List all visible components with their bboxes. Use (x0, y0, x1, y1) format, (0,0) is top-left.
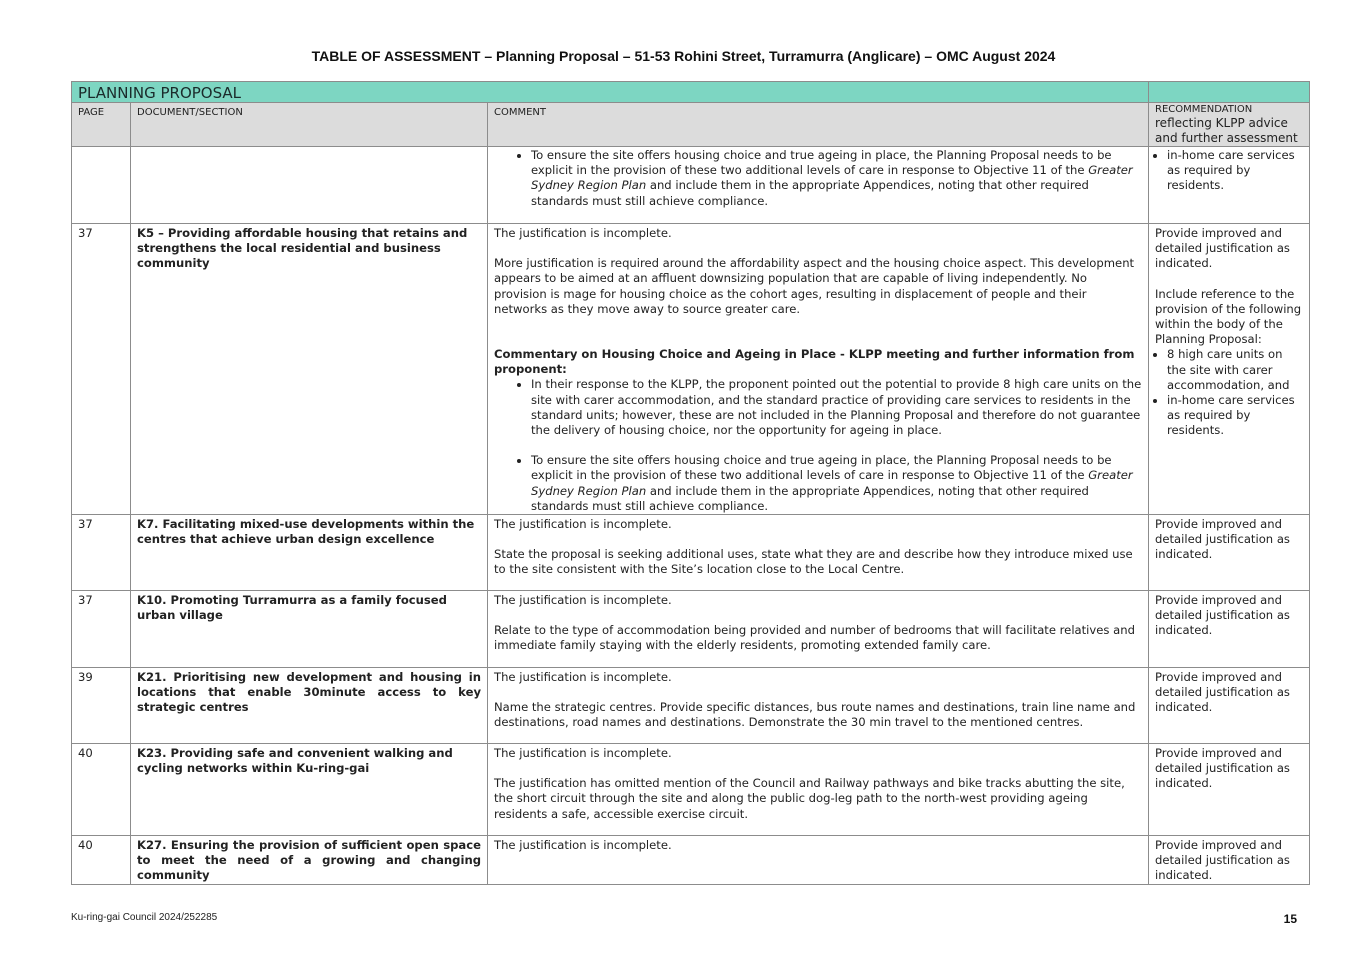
recommendation-cell: Provide improved and detailed justificat… (1148, 514, 1311, 592)
footer-reference: Ku-ring-gai Council 2024/252285 (71, 912, 218, 923)
section-cell: K5 – Providing affordable housing that r… (130, 222, 488, 516)
list-item: 8 high care units on the site with carer… (1167, 347, 1303, 393)
table-row: To ensure the site offers housing choice… (71, 146, 1311, 224)
recommendation-cell: Provide improved and detailed justificat… (1148, 835, 1311, 885)
comment-cell: The justification is incomplete. Relate … (486, 590, 1150, 669)
page-cell: 40 (71, 835, 131, 885)
comment-text: More justification is required around th… (494, 256, 1135, 316)
assessment-table: PLANNING PROPOSAL PAGE DOCUMENT/SECTION … (70, 81, 1311, 885)
section-cell: K23. Providing safe and convenient walki… (130, 743, 488, 837)
section-banner: PLANNING PROPOSAL (70, 81, 1150, 103)
comment-text: The justification has omitted mention of… (494, 776, 1125, 821)
page-number: 15 (1283, 912, 1297, 926)
section-cell: K21. Prioritising new development and ho… (130, 667, 488, 745)
section-banner-row: PLANNING PROPOSAL (70, 81, 1311, 103)
page-cell: 39 (71, 667, 131, 745)
header-row: PAGE DOCUMENT/SECTION COMMENT RECOMMENDA… (71, 102, 1311, 147)
comment-text: The justification is incomplete. (494, 670, 672, 685)
recommendation-cell: Provide improved and detailed justificat… (1148, 743, 1311, 837)
comment-text: State the proposal is seeking additional… (494, 547, 1133, 577)
commentary-heading: Commentary on Housing Choice and Ageing … (494, 347, 1135, 377)
recommendation-cell: Provide improved and detailed justificat… (1148, 590, 1311, 669)
comment-text: Relate to the type of accommodation bein… (494, 623, 1135, 653)
page-cell: 37 (71, 222, 131, 516)
comment-text: The justification is incomplete. (494, 593, 672, 608)
list-item: To ensure the site offers housing choice… (531, 148, 1142, 209)
header-recommendation-subtitle: reflecting KLPP advice and further asses… (1155, 116, 1298, 145)
table-row: 39 K21. Prioritising new development and… (71, 667, 1311, 745)
page-cell (71, 146, 131, 224)
table-row: 37 K7. Facilitating mixed-use developmen… (71, 514, 1311, 592)
table-row: 40 K23. Providing safe and convenient wa… (71, 743, 1311, 837)
comment-bullets: To ensure the site offers housing choice… (494, 148, 1142, 209)
section-banner-empty (1148, 81, 1311, 103)
table-row: 37 K10. Promoting Turramurra as a family… (71, 590, 1311, 669)
comment-text: The justification is incomplete. (494, 746, 672, 761)
comment-text: The justification is incomplete. (494, 517, 672, 532)
comment-cell: To ensure the site offers housing choice… (486, 146, 1150, 224)
document-title: TABLE OF ASSESSMENT – Planning Proposal … (311, 48, 1056, 64)
recommendation-text: Include reference to the provision of th… (1155, 286, 1302, 347)
list-item: in-home care services as required by res… (1167, 393, 1303, 439)
section-cell (130, 146, 488, 224)
plan-title: Greater Sydney Region Plan (531, 468, 1133, 498)
page-cell: 40 (71, 743, 131, 837)
header-recommendation-label: RECOMMENDATION (1155, 104, 1253, 115)
list-item: To ensure the site offers housing choice… (531, 453, 1142, 514)
comment-bullets: In their response to the KLPP, the propo… (494, 377, 1142, 514)
section-cell: K27. Ensuring the provision of sufficien… (130, 835, 488, 885)
header-comment: COMMENT (486, 102, 1150, 147)
recommendation-text: Provide improved and detailed justificat… (1155, 226, 1290, 271)
list-item: In their response to the KLPP, the propo… (531, 377, 1142, 438)
list-item: in-home care services as required by res… (1167, 148, 1303, 194)
comment-cell: The justification is incomplete. State t… (486, 514, 1150, 592)
recommendation-cell: in-home care services as required by res… (1148, 146, 1311, 224)
recommendation-cell: Provide improved and detailed justificat… (1148, 667, 1311, 745)
page-cell: 37 (71, 590, 131, 669)
table-row: 37 K5 – Providing affordable housing tha… (71, 222, 1311, 516)
header-page: PAGE (71, 102, 131, 147)
comment-cell: The justification is incomplete. More ju… (486, 222, 1150, 516)
recommendation-bullets: in-home care services as required by res… (1155, 148, 1303, 194)
section-cell: K7. Facilitating mixed-use developments … (130, 514, 488, 592)
recommendation-cell: Provide improved and detailed justificat… (1148, 222, 1311, 516)
table-row: 40 K27. Ensuring the provision of suffic… (71, 835, 1311, 885)
comment-cell: The justification is incomplete. Name th… (486, 667, 1150, 745)
recommendation-bullets: 8 high care units on the site with carer… (1155, 347, 1303, 438)
plan-title: Greater Sydney Region Plan (531, 163, 1133, 193)
comment-text: The justification is incomplete. (494, 226, 672, 240)
header-document-section: DOCUMENT/SECTION (130, 102, 488, 147)
header-recommendation: RECOMMENDATION reflecting KLPP advice an… (1148, 102, 1311, 147)
comment-cell: The justification is incomplete. (486, 835, 1150, 885)
comment-cell: The justification is incomplete. The jus… (486, 743, 1150, 837)
comment-text: Name the strategic centres. Provide spec… (494, 700, 1136, 730)
page-cell: 37 (71, 514, 131, 592)
section-cell: K10. Promoting Turramurra as a family fo… (130, 590, 488, 669)
